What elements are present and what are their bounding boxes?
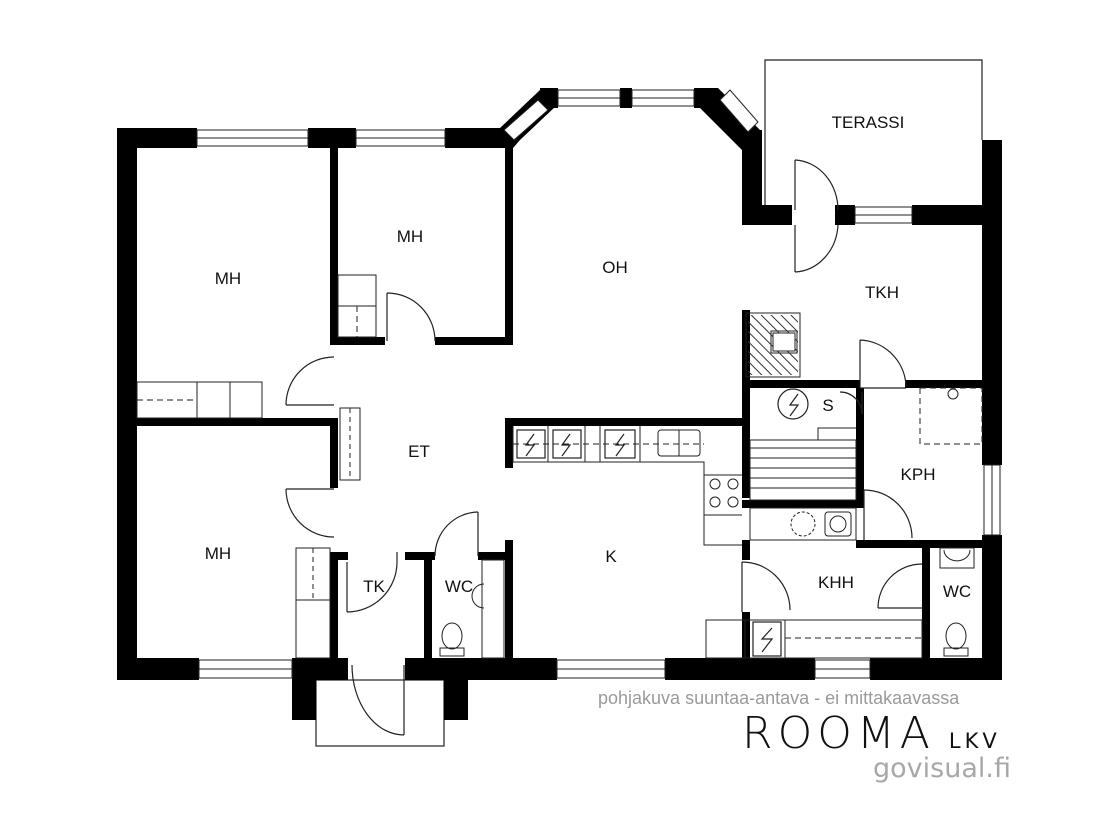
room-label-tkh: TKH bbox=[865, 283, 899, 302]
room-label-k: K bbox=[605, 547, 617, 566]
brand-logo: ROOMA LKV bbox=[742, 708, 1001, 759]
room-label-mh: MH bbox=[215, 269, 241, 288]
room-label-wc: WC bbox=[943, 582, 971, 601]
electric-icon bbox=[516, 388, 809, 657]
room-label-mh: MH bbox=[205, 544, 231, 563]
room-label-mh: MH bbox=[397, 227, 423, 246]
interior-walls bbox=[137, 140, 985, 658]
room-label-khh: KHH bbox=[818, 573, 854, 592]
room-label-s: S bbox=[822, 396, 833, 415]
room-labels: MH MH MH OH TERASSI TKH ET S KPH TK WC K… bbox=[205, 113, 971, 601]
room-label-tk: TK bbox=[363, 577, 385, 596]
room-label-terassi: TERASSI bbox=[832, 113, 905, 132]
doors bbox=[285, 159, 923, 736]
fireplace-core bbox=[772, 332, 796, 352]
room-label-wc: WC bbox=[445, 577, 473, 596]
terrace bbox=[764, 59, 983, 208]
website-text: govisual.fi bbox=[873, 753, 1011, 784]
disclaimer-note: pohjakuva suuntaa-antava - ei mittakaava… bbox=[598, 688, 960, 708]
fixtures bbox=[136, 274, 983, 659]
brand-suffix: LKV bbox=[948, 729, 1001, 753]
brand-name: ROOMA bbox=[742, 708, 935, 759]
entry-porch bbox=[315, 679, 445, 747]
windows bbox=[196, 89, 1001, 679]
room-label-kph: KPH bbox=[901, 465, 936, 484]
room-label-oh: OH bbox=[602, 258, 628, 277]
exterior-walls bbox=[117, 88, 1002, 720]
room-label-et: ET bbox=[408, 442, 430, 461]
